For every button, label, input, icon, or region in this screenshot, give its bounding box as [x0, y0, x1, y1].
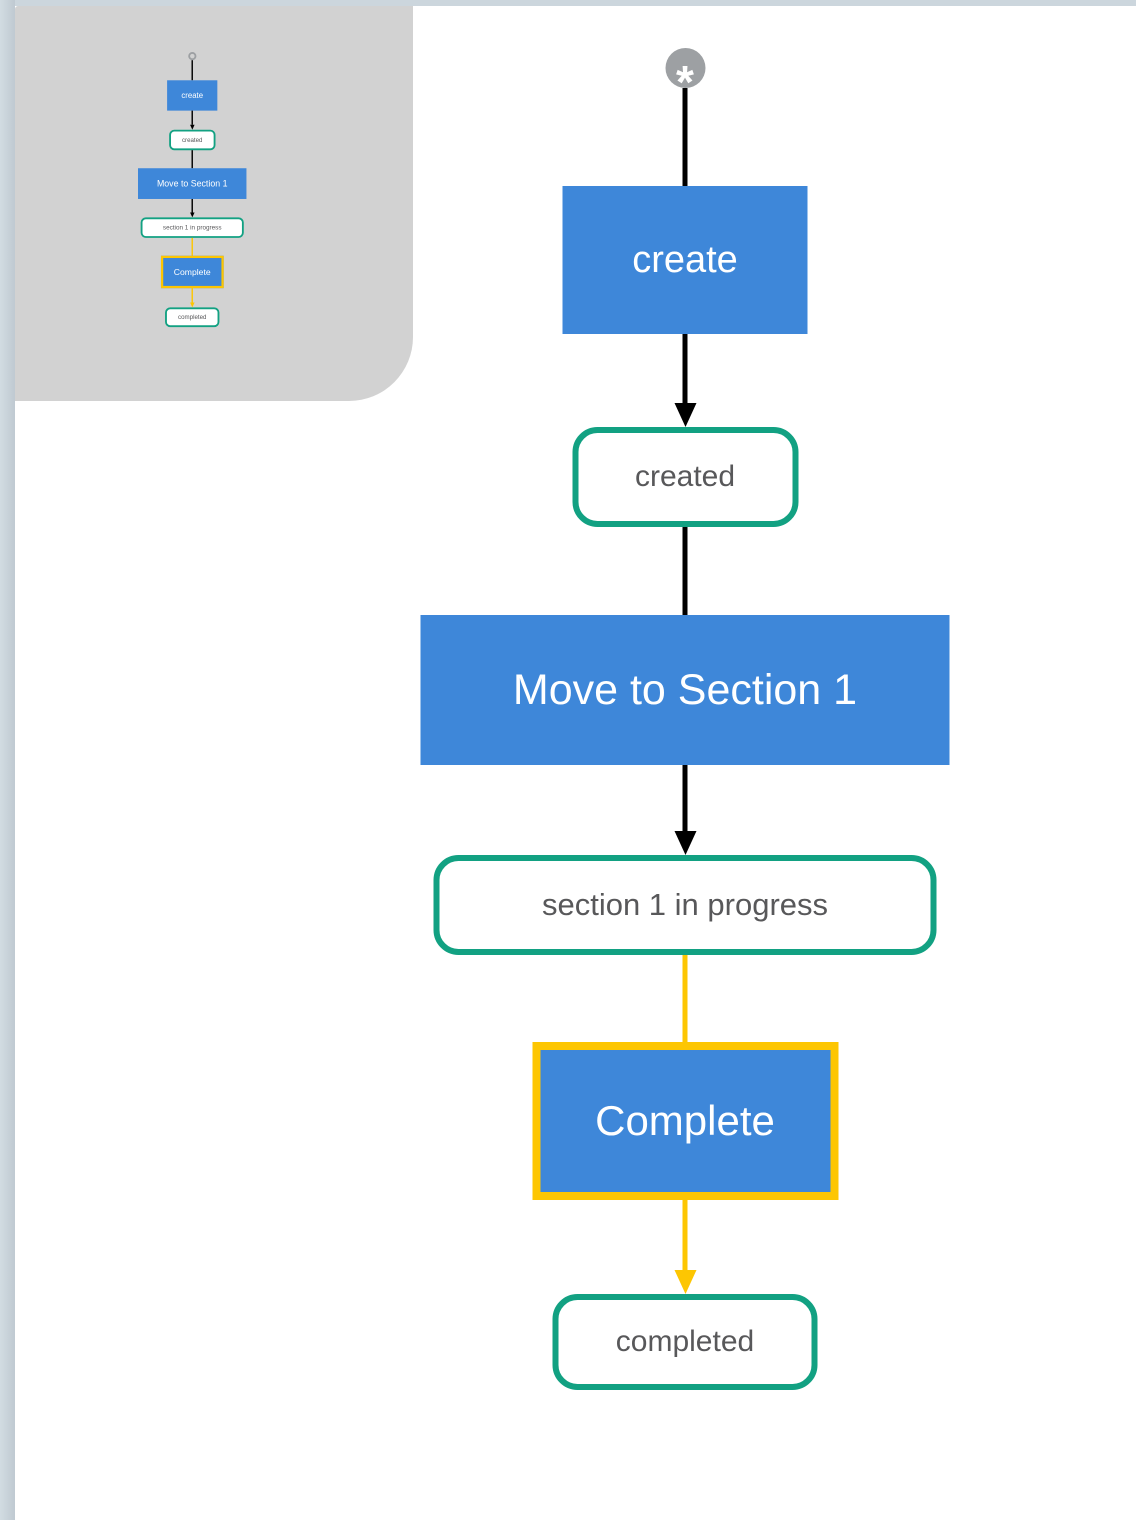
minimap-arrowhead-icon [189, 302, 195, 308]
node-complete-label: Complete [595, 1097, 775, 1144]
arrowhead-icon [674, 1270, 696, 1294]
edge-move-section [674, 765, 696, 855]
node-move-label: Move to Section 1 [512, 665, 858, 714]
minimap-node-move-label: Move to Section 1 [156, 178, 228, 189]
node-create[interactable]: create [562, 186, 808, 334]
minimap-arrowhead-icon [189, 212, 195, 218]
edge-created-move [682, 527, 688, 615]
minimap-edge-create-created [189, 110, 195, 130]
edge-create-created [674, 334, 696, 427]
window-left-edge [0, 0, 15, 1520]
node-move-to-section-1[interactable]: Move to Section 1 [420, 615, 950, 765]
node-section-1-in-progress[interactable]: section 1 in progress [433, 855, 937, 955]
node-completed-label: completed [615, 1325, 755, 1358]
minimap-node-move-to-section-1: Move to Section 1 [138, 168, 247, 199]
edge-section-complete [682, 955, 688, 1042]
workflow-diagram: * create created Move to Section 1 secti… [420, 48, 950, 1390]
minimap-node-create-label: create [181, 91, 204, 100]
initial-state-icon: * [665, 48, 705, 88]
minimap-node-created-label: created [181, 136, 203, 144]
minimap-node-completed-label: completed [178, 313, 207, 321]
edge-initial-create [682, 88, 688, 186]
minimap-edge-initial-create [191, 60, 193, 81]
minimap-node-created: created [169, 129, 216, 151]
minimap-node-section-1-in-progress: section 1 in progress [140, 217, 244, 238]
minimap-content: * create created Move to Section 1 secti… [138, 52, 247, 328]
minimap-diagram: * create created Move to Section 1 secti… [138, 52, 247, 328]
minimap-edge-complete-completed [189, 288, 195, 308]
window-top-edge [0, 0, 1136, 6]
node-completed[interactable]: completed [552, 1294, 818, 1390]
node-section-label: section 1 in progress [541, 887, 829, 922]
minimap-initial-state-icon: * [188, 52, 197, 61]
minimap-edge-section-complete [191, 237, 193, 256]
minimap-node-completed: completed [165, 307, 220, 328]
minimap-node-section-label: section 1 in progress [162, 223, 222, 232]
minimap-edge-created-move [191, 150, 193, 169]
minimap-node-complete-label: Complete [173, 267, 211, 277]
minimap-node-create: create [167, 80, 218, 111]
arrowhead-icon [674, 831, 696, 855]
arrowhead-icon [674, 403, 696, 427]
node-created-label: created [634, 460, 736, 493]
minimap-edge-move-section [189, 198, 195, 218]
node-create-label: create [632, 238, 738, 281]
node-complete[interactable]: Complete [532, 1042, 838, 1200]
minimap-panel[interactable]: * create created Move to Section 1 secti… [15, 6, 413, 401]
minimap-node-complete: Complete [160, 255, 224, 289]
minimap-arrowhead-icon [189, 124, 195, 130]
edge-complete-completed [674, 1200, 696, 1294]
node-created[interactable]: created [572, 427, 798, 527]
